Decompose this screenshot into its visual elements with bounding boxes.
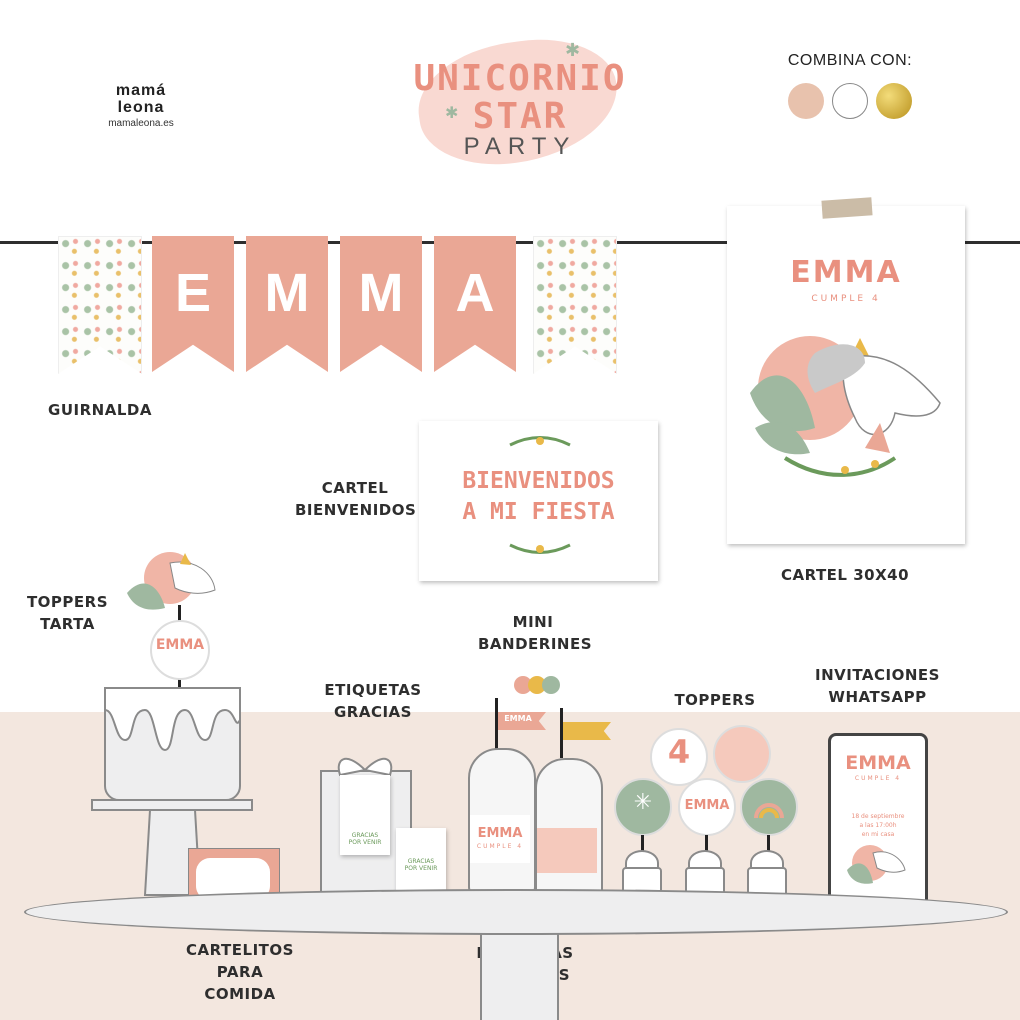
welcome-label: CARTEL BIENVENIDOS	[295, 479, 417, 519]
invitation-date-line3: en mi casa	[861, 831, 895, 838]
tag-text: GRACIAS POR VENIR	[404, 858, 438, 872]
svg-text:✱: ✱	[565, 40, 580, 61]
garland-flag: E	[152, 236, 234, 372]
dot-yellow	[528, 676, 546, 694]
sparkle-icon: ✱	[445, 103, 458, 122]
leaves-icon	[509, 436, 571, 447]
toppers-label: TOPPERS	[674, 691, 756, 709]
brand-line2: leona	[117, 99, 165, 116]
star-icon: ✳	[633, 790, 653, 815]
svg-text:✱: ✱	[445, 103, 458, 122]
welcome-line2: A MI FIESTA	[462, 499, 615, 525]
invitation-label: INVITACIONES WHATSAPP	[815, 666, 940, 706]
garland-letter: A	[455, 263, 495, 323]
food-cards-label: CARTELITOS PARA COMIDA	[186, 941, 294, 1003]
cake-toppers-label: TOPPERS TARTA	[26, 593, 109, 633]
bottle-label-pink	[537, 828, 597, 873]
poster-name: EMMA	[790, 255, 902, 290]
welcome-line1: BIENVENIDOS	[462, 468, 615, 494]
invitation-subtitle: CUMPLE 4	[854, 775, 902, 782]
poster-tape	[821, 197, 873, 219]
bow-icon	[337, 757, 393, 777]
mini-flag	[498, 712, 546, 730]
brand-line1: mamá	[115, 82, 167, 99]
tag-card	[340, 775, 390, 855]
title-line3: PARTY	[463, 133, 577, 160]
unicorn-illustration	[750, 336, 941, 477]
invitation-date: 18 de septiembre a las 17:00h en mi casa	[831, 812, 925, 839]
table-leg	[480, 928, 559, 1020]
garland-flag-pattern	[533, 236, 617, 374]
invitation-unicorn	[847, 845, 906, 884]
brand-logo: mamá leona mamaleona.es	[96, 82, 186, 129]
poster-subtitle: CUMPLE 4	[811, 294, 881, 304]
topper-stick	[641, 835, 644, 853]
garland-flag-pattern	[58, 236, 142, 374]
bottle-label-sub: CUMPLE 4	[476, 843, 524, 850]
topper-stick	[705, 835, 708, 853]
straw	[495, 698, 498, 753]
tag-text: GRACIAS POR VENIR	[348, 832, 382, 846]
cake-topper-text: EMMA	[155, 637, 205, 653]
combina-label: COMBINA CON:	[787, 52, 913, 69]
garland-letter: M	[358, 263, 404, 323]
garland-flag: A	[434, 236, 516, 372]
poster-label: CARTEL 30X40	[780, 566, 910, 584]
sparkle-icon: ✱	[565, 40, 580, 61]
mini-flag-text: EMMA	[504, 714, 532, 723]
color-swatch-blush	[788, 83, 824, 119]
cake-topper-unicorn	[127, 552, 216, 610]
garland-flag: M	[340, 236, 422, 372]
mini-flag	[563, 722, 611, 740]
tags-label: ETIQUETAS GRACIAS	[324, 681, 422, 721]
topper-number-text: 4	[667, 733, 691, 771]
color-swatch-gold	[876, 83, 912, 119]
topper-name-text: EMMA	[684, 798, 730, 813]
topper-name	[678, 778, 736, 836]
phone-frame	[828, 733, 928, 907]
topper-unicorn	[713, 725, 771, 783]
garland-label: GUIRNALDA	[48, 401, 152, 419]
garland-letter: E	[174, 263, 212, 323]
garland-flag: M	[246, 236, 328, 372]
mini-flags-label: MINI BANDERINES	[478, 613, 593, 653]
color-swatch-white	[832, 83, 868, 119]
welcome-text: BIENVENIDOS A MI FIESTA	[419, 466, 658, 528]
title-line1: UNICORNIO	[413, 58, 627, 99]
garland-letter: M	[264, 263, 310, 323]
cake-illustration	[91, 687, 253, 896]
topper-stick	[767, 835, 770, 853]
invitation-date-line2: a las 17:00h	[859, 822, 897, 829]
bottle-label-name: EMMA	[477, 826, 523, 841]
topper-stars	[614, 778, 672, 836]
straw	[560, 708, 563, 758]
bottle-label	[470, 815, 530, 863]
rainbow-icon	[754, 803, 784, 819]
invitation-date-line1: 18 de septiembre	[851, 813, 905, 820]
dot-green	[542, 676, 560, 694]
leaves-icon	[509, 543, 571, 554]
invitation-name: EMMA	[845, 752, 911, 774]
title-line2: STAR	[472, 96, 568, 137]
dot-pink	[514, 676, 532, 694]
welcome-sign	[419, 421, 658, 581]
cake-topper-name	[150, 620, 210, 680]
brand-site: mamaleona.es	[108, 118, 174, 129]
topper-number	[650, 728, 708, 786]
table-top	[24, 889, 1008, 935]
